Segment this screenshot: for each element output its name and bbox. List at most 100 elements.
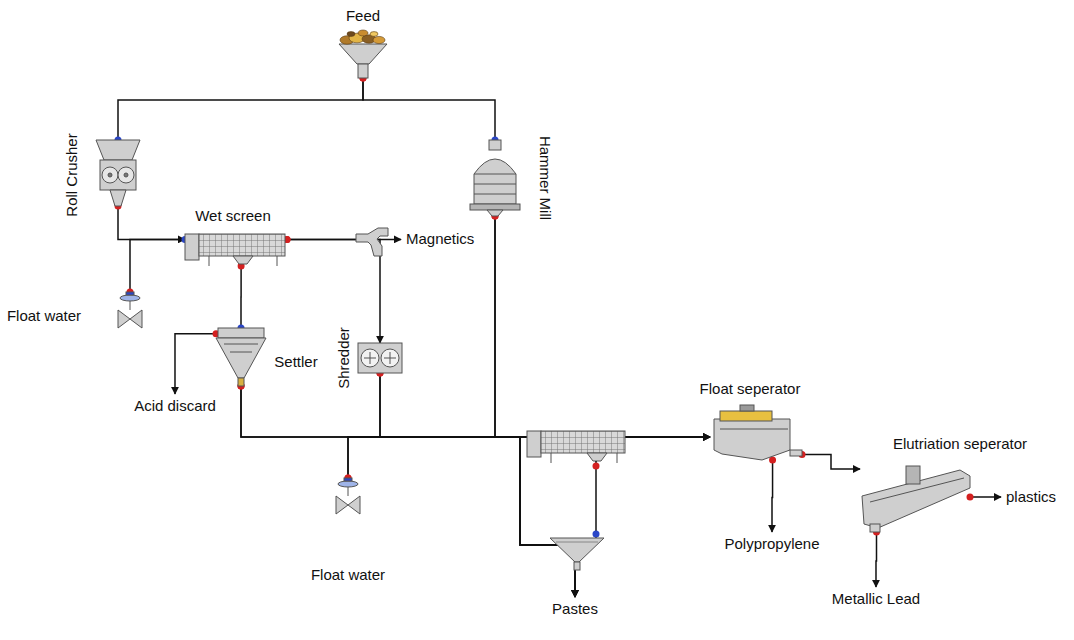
process-stream xyxy=(241,386,575,597)
cone-body xyxy=(550,538,604,562)
mill-dome xyxy=(474,159,516,204)
process-stream xyxy=(771,460,773,532)
valve-body xyxy=(348,496,360,514)
equipment-label: Hammer Mill xyxy=(536,136,554,220)
float-water-valve: Float water xyxy=(334,478,362,516)
outlet-port xyxy=(593,463,600,470)
elutriation-outlet xyxy=(870,524,880,532)
product-stream: Pastes xyxy=(550,600,600,618)
outlet-port xyxy=(967,494,974,501)
screen-outlet xyxy=(587,453,607,461)
float-outlet xyxy=(790,450,802,456)
equipment-label: Settler xyxy=(274,353,317,371)
elutriation-separator: Elutriation seperator xyxy=(860,462,970,532)
cone-rim xyxy=(556,542,598,543)
float-tank xyxy=(714,419,790,460)
valve-body xyxy=(336,496,348,514)
roll-axle xyxy=(108,173,112,177)
outlet-port xyxy=(127,289,134,296)
equipment-icon xyxy=(116,292,144,330)
inlet-port xyxy=(593,531,600,538)
valve-body xyxy=(118,310,130,328)
float-motor xyxy=(740,405,754,411)
stream-label: plastics xyxy=(1006,488,1056,506)
equipment-icon xyxy=(335,30,391,78)
process-stream xyxy=(380,373,710,437)
process-stream xyxy=(175,334,216,394)
float-separator: Float seperator xyxy=(710,405,802,460)
product-stream: Polypropylene xyxy=(722,535,821,553)
float-line xyxy=(720,429,788,430)
wet-screen: Wet screen xyxy=(185,228,287,266)
process-stream xyxy=(875,532,877,587)
equipment-label: Roll Crusher xyxy=(63,133,81,216)
product-stream: Metallic Lead xyxy=(830,590,922,608)
ore-lump xyxy=(370,32,378,37)
ore-lump xyxy=(347,32,355,37)
roll-axle xyxy=(124,173,128,177)
equipment-label: Float water xyxy=(311,566,385,584)
process-stream xyxy=(130,239,185,292)
ore-lump xyxy=(373,36,385,43)
mill-band xyxy=(474,184,516,185)
process-stream xyxy=(363,78,495,140)
screen-outlet xyxy=(233,256,253,264)
settler-cone xyxy=(216,338,266,378)
screen-leg xyxy=(617,453,618,463)
trough-line xyxy=(870,478,964,502)
shredder-rotor xyxy=(381,349,399,367)
stream-label: Metallic Lead xyxy=(832,590,920,608)
shredder-rotor xyxy=(361,349,379,367)
equipment-label: Elutriation seperator xyxy=(893,435,1027,453)
equipment-label: Wet screen xyxy=(195,207,271,225)
valve-cap xyxy=(126,292,134,295)
magnetic-splitter xyxy=(356,228,388,256)
stream-label: Magnetics xyxy=(406,230,474,248)
process-stream xyxy=(802,455,860,470)
valve-handwheel xyxy=(338,481,358,487)
process-stream xyxy=(241,386,710,437)
float-froth xyxy=(720,411,772,421)
screen-inlet xyxy=(527,431,541,457)
feed-hopper xyxy=(339,44,387,64)
mill-outlet xyxy=(487,210,503,216)
outlet-port xyxy=(345,475,352,482)
mill-inlet xyxy=(489,140,501,150)
product-stream: plastics xyxy=(1004,488,1058,506)
rotor-blade xyxy=(390,352,391,364)
hammer-mill: Hammer Mill xyxy=(470,140,520,216)
settler-line xyxy=(230,352,252,353)
shredder: Shredder xyxy=(358,343,402,373)
settler-line xyxy=(224,344,258,345)
crusher-roll xyxy=(102,167,118,183)
process-stream xyxy=(495,216,710,437)
process-stream xyxy=(118,206,185,239)
equipment-icon xyxy=(185,228,287,266)
crusher-hopper xyxy=(96,140,140,160)
mill-band xyxy=(474,174,516,175)
process-stream xyxy=(970,496,1001,498)
screen-inlet xyxy=(185,234,199,260)
equipment-icon xyxy=(216,328,266,386)
valve-body xyxy=(130,310,142,328)
wet-screen xyxy=(527,431,625,463)
mill-base xyxy=(470,204,520,210)
roll-crusher: Roll Crusher xyxy=(96,140,140,206)
process-stream xyxy=(380,373,575,597)
settler-spout xyxy=(238,378,244,386)
equipment-icon xyxy=(334,478,362,516)
rotor-blade xyxy=(370,352,371,364)
equipment-label: Shredder xyxy=(335,327,353,389)
equipment-icon xyxy=(470,140,520,216)
mill-band xyxy=(474,194,516,195)
product-stream: Magnetics xyxy=(404,230,476,248)
screen-deck xyxy=(541,431,625,453)
crusher-chute xyxy=(110,190,126,206)
screen-leg xyxy=(277,256,278,266)
valve-cap xyxy=(344,478,352,481)
screen-deck xyxy=(199,234,285,256)
stream-label: Pastes xyxy=(552,600,598,618)
screen-leg xyxy=(209,256,210,266)
